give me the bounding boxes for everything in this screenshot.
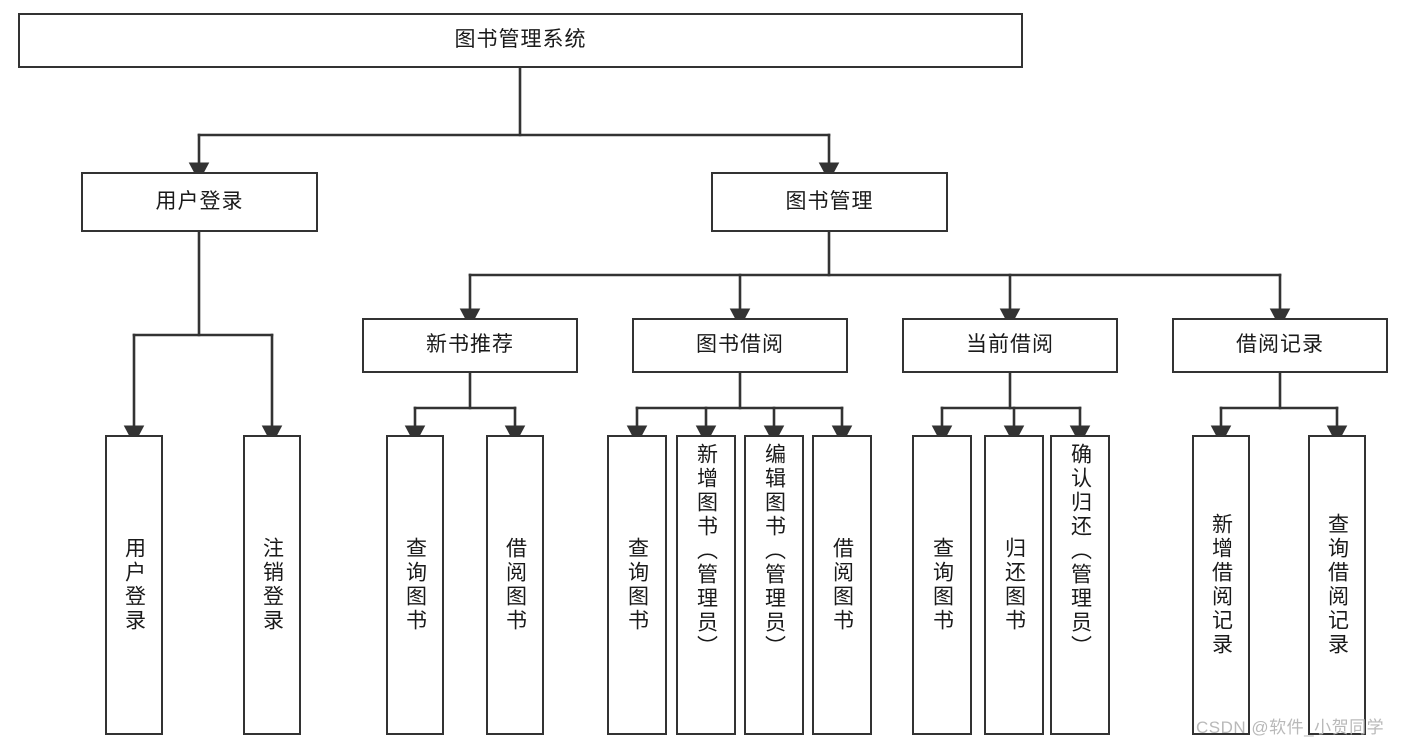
node-leaf-user-login[interactable]: 用户登录 [105, 435, 163, 735]
node-root-图书管理系统[interactable]: 图书管理系统 [18, 13, 1023, 68]
node-label: 当前借阅 [966, 333, 1054, 357]
node-label: 查询图书 [625, 537, 649, 633]
node-leaf-borrow-book-2[interactable]: 借阅图书 [812, 435, 872, 735]
node-label: 注销登录 [260, 537, 284, 633]
node-user-login[interactable]: 用户登录 [81, 172, 318, 232]
node-book-manage[interactable]: 图书管理 [711, 172, 948, 232]
node-label: 图书管理系统 [454, 28, 587, 52]
node-leaf-query-book-1[interactable]: 查询图书 [386, 435, 444, 735]
node-label: 图书借阅 [696, 333, 784, 357]
node-leaf-borrow-book-1[interactable]: 借阅图书 [486, 435, 544, 735]
node-label: 借阅图书 [830, 537, 854, 633]
csdn-watermark: CSDN @软件_小贺同学 [1196, 718, 1385, 737]
node-leaf-query-record[interactable]: 查询借阅记录 [1308, 435, 1366, 735]
node-label: 新书推荐 [426, 333, 514, 357]
node-label: 借阅图书 [503, 537, 527, 633]
node-leaf-confirm-return[interactable]: 确认归还（管理员） [1050, 435, 1110, 735]
node-label: 查询图书 [403, 537, 427, 633]
node-label: 确认归还（管理员） [1068, 443, 1092, 659]
node-label: 查询图书 [930, 537, 954, 633]
node-label: 归还图书 [1002, 537, 1026, 633]
node-leaf-query-book-3[interactable]: 查询图书 [912, 435, 972, 735]
node-label: 用户登录 [155, 189, 244, 213]
node-label: 新增图书（管理员） [694, 443, 718, 659]
node-leaf-logout-login[interactable]: 注销登录 [243, 435, 301, 735]
node-label: 编辑图书（管理员） [762, 443, 786, 659]
node-label: 查询借阅记录 [1325, 513, 1349, 657]
node-borrow-record[interactable]: 借阅记录 [1172, 318, 1388, 373]
node-leaf-return-book[interactable]: 归还图书 [984, 435, 1044, 735]
node-label: 借阅记录 [1236, 333, 1324, 357]
node-leaf-query-book-2[interactable]: 查询图书 [607, 435, 667, 735]
node-leaf-edit-book[interactable]: 编辑图书（管理员） [744, 435, 804, 735]
node-current-borrow[interactable]: 当前借阅 [902, 318, 1118, 373]
node-book-borrow[interactable]: 图书借阅 [632, 318, 848, 373]
node-label: 新增借阅记录 [1209, 513, 1233, 657]
node-leaf-add-record[interactable]: 新增借阅记录 [1192, 435, 1250, 735]
node-leaf-add-book[interactable]: 新增图书（管理员） [676, 435, 736, 735]
node-label: 图书管理 [785, 189, 874, 213]
node-label: 用户登录 [122, 537, 146, 633]
node-new-book-recommend[interactable]: 新书推荐 [362, 318, 578, 373]
